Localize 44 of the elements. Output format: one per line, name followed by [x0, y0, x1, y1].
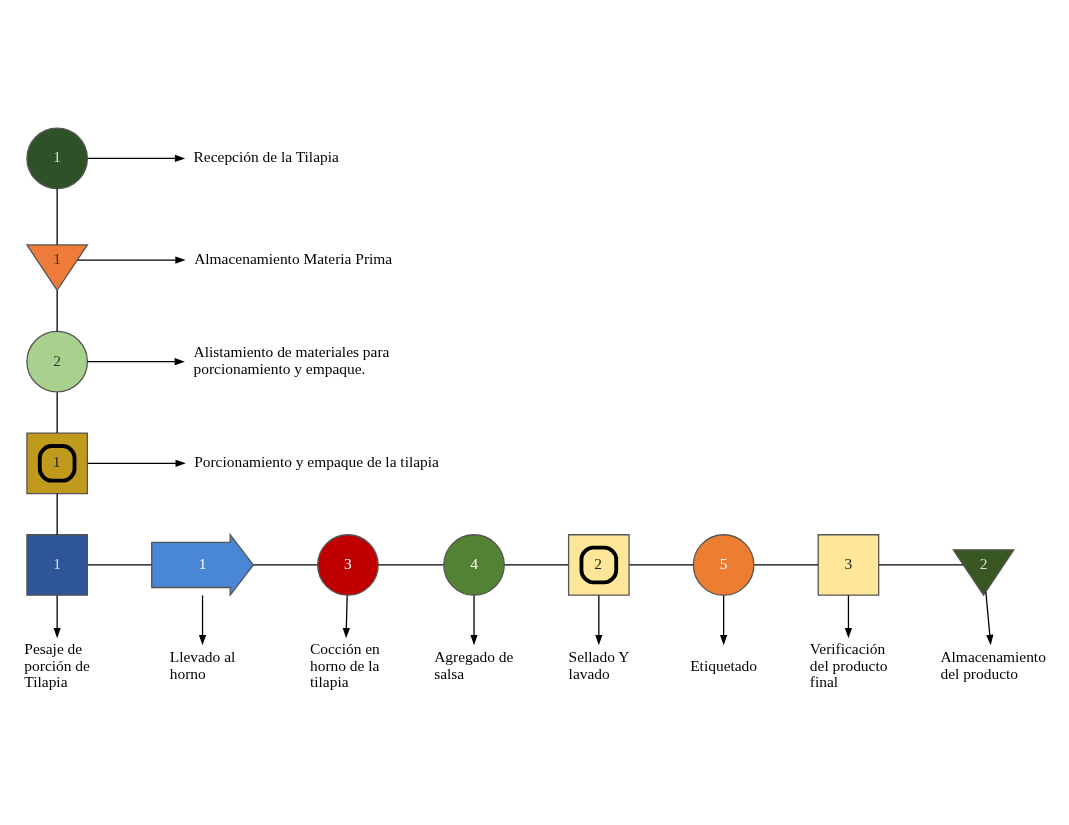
connector [56, 391, 58, 434]
arrow [844, 594, 853, 639]
node-circle: 5 [692, 534, 755, 596]
connector [878, 564, 964, 566]
arrow [86, 358, 185, 366]
connector [56, 188, 58, 246]
node-circle: 4 [443, 534, 505, 596]
connector [504, 564, 569, 566]
arrow [87, 459, 186, 467]
node-text: Llevado al horno [169, 648, 236, 682]
node-text: Pesaje de porción de Tilapia [24, 639, 90, 691]
node-box: 1 [26, 432, 89, 495]
node-text: Sellado Y lavado [568, 648, 630, 682]
connector [253, 564, 318, 566]
node-circle: 1 [26, 127, 89, 190]
arrow [720, 594, 728, 646]
connector [56, 289, 58, 333]
connector [377, 564, 445, 566]
arrow [595, 594, 603, 646]
arrow [985, 591, 994, 646]
node-text: Alistamiento de materiales para porcionamiento y empaque. [193, 343, 390, 378]
node-text: Almacenamiento Materia Prima [194, 250, 393, 268]
arrow [198, 594, 207, 646]
node-box: 3 [817, 534, 880, 596]
node-text: Cocción en horno de la tilapia [309, 639, 380, 691]
arrow [342, 594, 350, 639]
node-text: Recepción de la Tilapia [193, 148, 339, 166]
node-text: Agregado de salsa [434, 648, 514, 682]
arrow [77, 256, 186, 264]
node-text: Almacenamiento del producto [940, 648, 1046, 682]
connector [628, 564, 694, 566]
node-box: 1 [26, 534, 89, 596]
connector [753, 564, 819, 566]
connector [56, 493, 58, 536]
arrow [470, 594, 478, 646]
node-circle: 2 [26, 330, 89, 393]
node-circle: 3 [317, 534, 379, 596]
node-text: Etiquetado [690, 656, 758, 674]
node-box: 2 [567, 534, 630, 596]
node-text: Porcionamiento y empaque de la tilapia [194, 453, 439, 471]
arrow [53, 594, 61, 639]
arrow [87, 154, 186, 162]
node-text: Verificación del producto final [809, 639, 888, 691]
connector [87, 564, 153, 566]
